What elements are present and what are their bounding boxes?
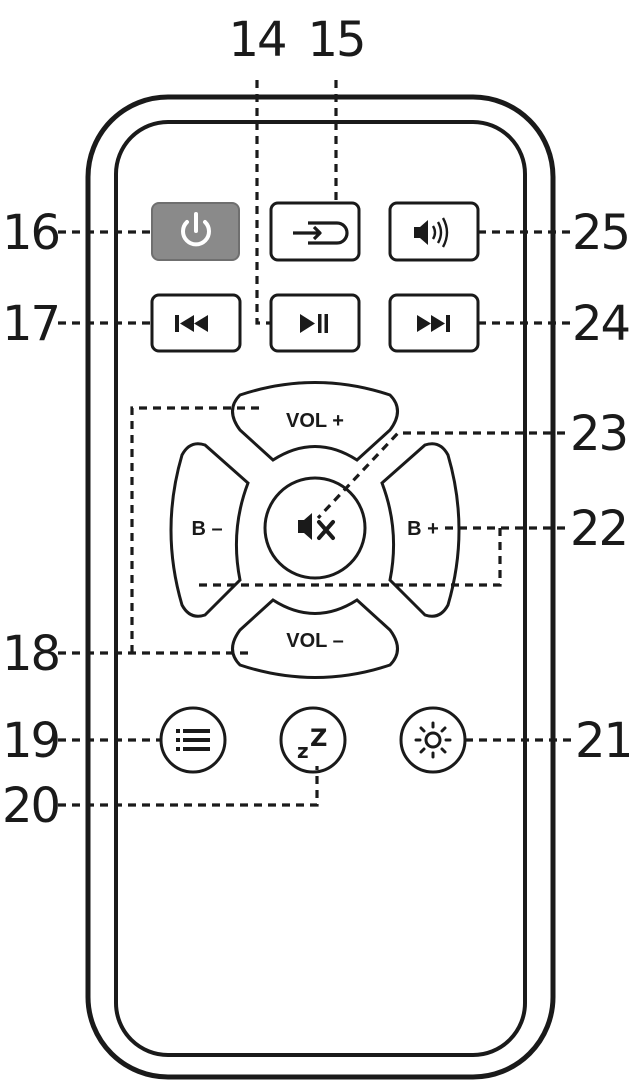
callout-17: 17 [2,296,59,352]
play-pause-button[interactable] [269,293,361,353]
callout-21: 21 [575,713,629,769]
brightness-button[interactable] [399,706,467,774]
input-source-icon [293,221,349,245]
power-button[interactable] [151,202,240,261]
sleep-button[interactable]: z Z [279,706,347,774]
volume-bass-cluster: VOL + VOL – B – B + [169,381,461,679]
sound-mode-button[interactable] [388,201,480,262]
mute-button[interactable] [263,476,367,580]
previous-track-button[interactable] [150,293,242,353]
callout-labels: 14 15 16 17 18 19 20 21 22 23 24 25 [2,12,629,834]
bass-down-label: B – [191,518,222,540]
volume-down-button[interactable]: VOL – [231,598,399,679]
menu-button[interactable] [159,706,227,774]
callout-14: 14 [228,12,285,68]
callout-25: 25 [572,205,629,261]
volume-up-button[interactable]: VOL + [231,381,399,462]
speaker-icon [414,217,449,248]
callout-24: 24 [572,296,629,352]
volume-up-label: VOL + [286,410,344,432]
sleep-zz-icon: z Z [297,724,327,763]
play-pause-icon [300,314,328,333]
callout-22: 22 [570,501,627,557]
menu-list-icon [176,729,210,751]
leader-lines [58,80,572,807]
callout-18: 18 [2,626,59,682]
svg-text:z: z [297,739,309,763]
input-source-button[interactable] [269,201,361,262]
power-icon [181,212,211,247]
callout-23: 23 [570,406,627,462]
svg-text:Z: Z [310,724,327,752]
callout-19: 19 [2,713,59,769]
bass-up-button[interactable]: B + [380,442,461,618]
previous-track-icon [175,315,208,332]
volume-down-label: VOL – [286,630,343,652]
bass-down-button[interactable]: B – [169,442,250,618]
next-track-icon [417,315,450,332]
callout-16: 16 [2,205,59,261]
next-track-button[interactable] [388,293,480,353]
bass-up-label: B + [407,518,439,540]
mute-icon [298,513,335,540]
brightness-sun-icon [414,721,452,759]
callout-20: 20 [2,778,59,834]
callout-15: 15 [307,12,364,68]
